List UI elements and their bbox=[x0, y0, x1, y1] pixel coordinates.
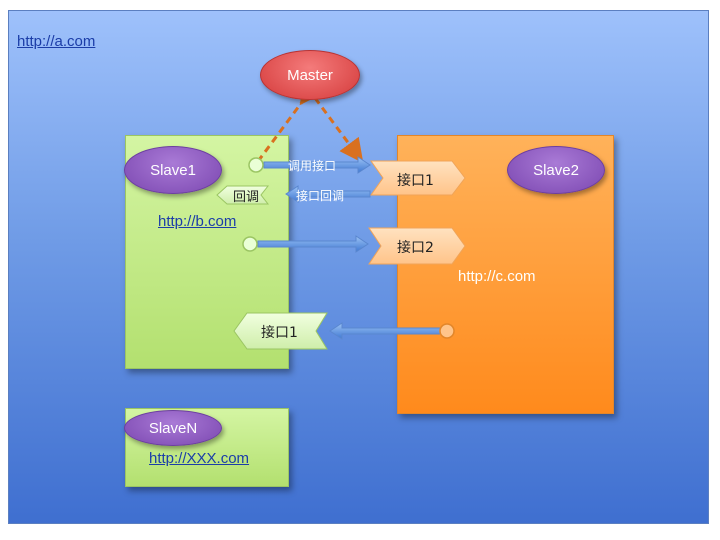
tag-interface1-left bbox=[233, 312, 328, 350]
b-com-url: http://b.com bbox=[158, 213, 237, 230]
interface-callback-arrow bbox=[285, 185, 371, 203]
master-node: Master bbox=[260, 50, 360, 100]
master-to-slave2-dashed bbox=[313, 97, 364, 164]
slave1-node: Slave1 bbox=[124, 146, 222, 194]
tag-callback bbox=[216, 185, 270, 205]
tag-interface2-label: 接口2 bbox=[397, 240, 434, 256]
slave2-node: Slave2 bbox=[507, 146, 605, 194]
slave1-port-circle-mid bbox=[242, 236, 258, 252]
master-to-slave1-dashed bbox=[257, 78, 324, 161]
tag-interface1-right-label: 接口1 bbox=[397, 173, 434, 189]
slave1-port-circle-top bbox=[248, 157, 264, 173]
call-interface-label: 调用接口 bbox=[288, 159, 337, 173]
tag-interface2 bbox=[368, 227, 466, 265]
xxx-com-url: http://XXX.com bbox=[149, 450, 250, 467]
b-to-interface2-arrow bbox=[257, 235, 369, 253]
slaven-node: SlaveN bbox=[124, 410, 222, 446]
a-com-url: http://a.com bbox=[17, 33, 96, 50]
tag-interface1-left-label: 接口1 bbox=[261, 325, 298, 341]
c-com-url: http://c.com bbox=[458, 268, 536, 285]
call-interface-arrow bbox=[263, 156, 371, 174]
tag-interface1-right bbox=[370, 160, 466, 196]
interface-callback-label: 接口回调 bbox=[296, 189, 345, 203]
tag-callback-label: 回调 bbox=[233, 190, 260, 205]
slave2-port-circle bbox=[439, 323, 455, 339]
c-to-interface1-arrow bbox=[329, 322, 441, 340]
